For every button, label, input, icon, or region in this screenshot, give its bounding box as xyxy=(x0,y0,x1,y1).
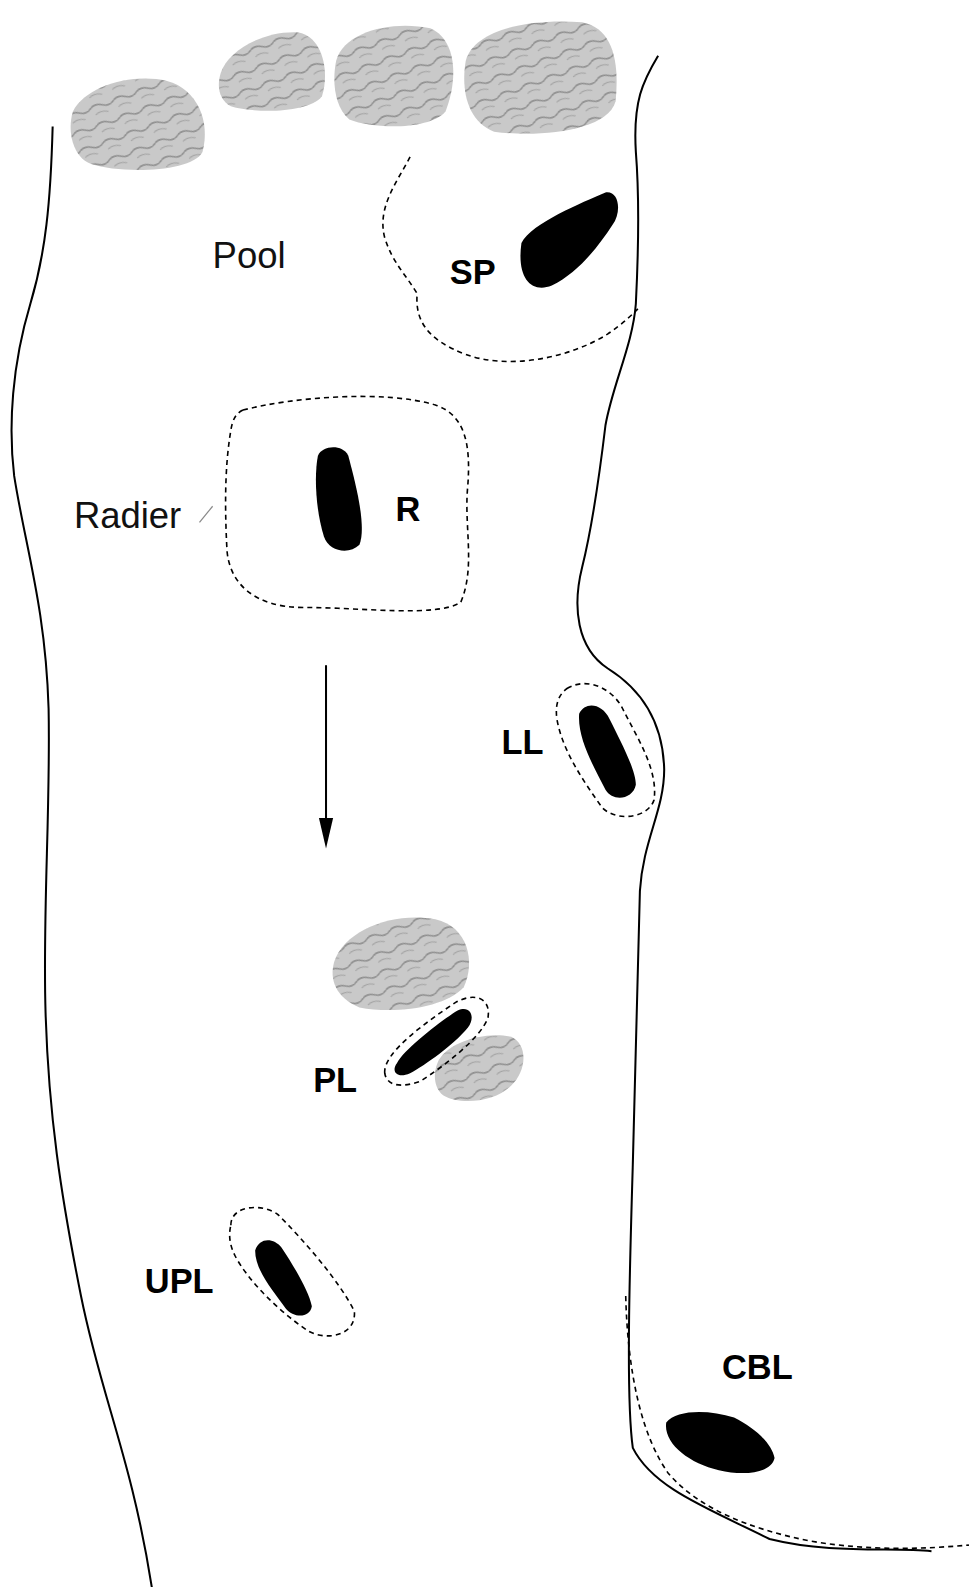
sampling-zone: UPL xyxy=(225,1201,359,1345)
sampling-zone: R xyxy=(223,388,476,619)
habitat-label: Pool xyxy=(213,238,286,274)
sampling-zone: LL xyxy=(555,676,660,826)
zone-code: CBL xyxy=(722,1350,793,1384)
sampling-zone: CBL xyxy=(623,1294,969,1553)
sampling-zone: SP xyxy=(377,152,642,370)
zone-code: R xyxy=(396,492,421,526)
zone-code: PL xyxy=(313,1063,357,1097)
zone-code: LL xyxy=(501,725,543,759)
habitat-label: Radier xyxy=(74,497,181,533)
sampling-zone: PL xyxy=(381,992,494,1091)
zone-code: UPL xyxy=(145,1264,214,1298)
zone-code: SP xyxy=(450,254,496,288)
